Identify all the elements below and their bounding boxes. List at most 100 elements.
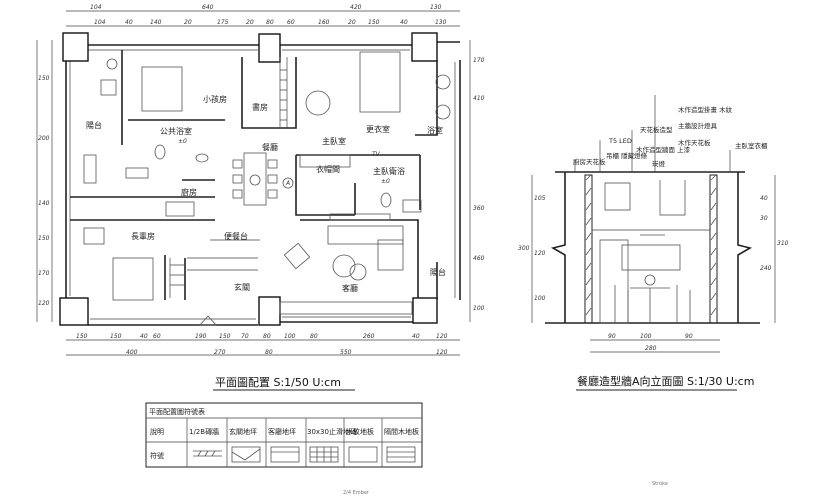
table-border <box>145 402 423 468</box>
dim-label: 140 <box>150 19 162 26</box>
dim-label: 550 <box>340 349 352 356</box>
dim-label: 150 <box>76 333 88 340</box>
bath-fixture <box>435 104 451 120</box>
dim-label: 40 <box>125 19 133 26</box>
annotation: 崁燈 <box>652 159 666 168</box>
room-label-balcony: 陽台 <box>430 267 446 277</box>
flower-vase <box>644 274 656 286</box>
balcony-unit <box>83 154 97 184</box>
dim-label: 360 <box>473 205 485 212</box>
shower <box>402 199 422 213</box>
room-label-kitchen: 廚房 <box>181 187 197 197</box>
dining-table <box>243 152 267 206</box>
dimension-lines <box>36 10 471 356</box>
stove <box>125 167 149 179</box>
tv-label: TV <box>372 151 381 158</box>
kitchen-counter <box>165 201 195 217</box>
dim-label: 150 <box>38 235 50 242</box>
furniture <box>83 51 451 315</box>
dim-label: 120 <box>436 333 448 340</box>
dim-label: 130 <box>435 19 447 26</box>
legend-item: 隔間木地板 <box>384 427 419 436</box>
dim-label: 150 <box>219 333 231 340</box>
room-label-public-bath: 公共浴室 <box>160 126 192 136</box>
chair <box>267 174 278 184</box>
dim-label: 120 <box>534 250 546 257</box>
water-heater-icon <box>106 58 118 70</box>
symbol-detail <box>310 447 338 462</box>
annotation: 主臥室衣櫃 <box>735 141 768 150</box>
room-label-dining: 餐廳 <box>262 142 278 152</box>
sofa <box>327 225 404 245</box>
dim-label: 120 <box>38 300 50 307</box>
dim-label: 170 <box>38 270 50 277</box>
dim-label: 40 <box>412 333 420 340</box>
leader-lines <box>574 95 731 172</box>
dim-label: 130 <box>430 4 442 11</box>
hatch-lines <box>585 174 717 316</box>
toilet <box>380 192 392 208</box>
dim-label: 640 <box>202 4 214 11</box>
dim-label: 175 <box>217 19 229 26</box>
room-label-entry: 玄關 <box>234 282 250 292</box>
legend-symbols <box>193 446 416 463</box>
dim-label: 90 <box>685 333 693 340</box>
living-floor-symbol <box>270 446 300 463</box>
kids-bed <box>141 66 183 112</box>
column <box>59 297 89 326</box>
floor-plan: A 陽台 小孩房 書房 餐廳 主臥室 更衣室 浴室 公共浴室 ±0 廚房 衣帽間… <box>36 4 485 391</box>
washer <box>100 79 117 96</box>
dim-label: 310 <box>777 240 789 247</box>
dim-label: 420 <box>350 4 362 11</box>
elevation-title: 餐廳造型牆A向立面圖 S:1/30 U:cm <box>577 374 754 388</box>
dim-label: 104 <box>94 19 106 26</box>
toilet <box>154 144 166 160</box>
dim-label: 105 <box>534 195 546 202</box>
dim-label: 150 <box>368 19 380 26</box>
elevation-details <box>592 180 710 324</box>
cloak-cabinet <box>299 154 351 168</box>
column <box>412 297 438 324</box>
sofa-chaise <box>377 239 404 271</box>
plan-title: 平面圖配置 S:1/50 U:cm <box>215 376 341 389</box>
legend-item: 30x30止滑地磚 <box>307 427 357 436</box>
annotation: T5 LED <box>608 137 632 145</box>
elder-bed <box>112 257 154 301</box>
dim-label: 150 <box>38 75 50 82</box>
annotation: 主牆設計燈具 <box>678 121 718 130</box>
room-label-walk-in: 更衣室 <box>366 124 390 134</box>
dim-label: 100 <box>640 333 652 340</box>
chair <box>267 189 278 199</box>
room-label-kids-room: 小孩房 <box>203 94 227 104</box>
annotation: 廚房天花板 <box>573 157 606 166</box>
dim-label: 20 <box>246 19 254 26</box>
column <box>258 296 281 326</box>
chair <box>232 189 243 199</box>
side-table <box>349 263 367 281</box>
dim-label: 280 <box>645 345 657 352</box>
room-label-cloakroom: 衣帽間 <box>316 164 340 174</box>
wood-floor-symbol <box>348 446 378 463</box>
dim-label: 200 <box>38 135 50 142</box>
annotation: 木作造型掛畫 木紋 <box>678 105 733 114</box>
dim-label: 80 <box>263 333 271 340</box>
dim-label: 300 <box>518 245 530 252</box>
dim-label: 40 <box>760 195 768 202</box>
annotation: 木作天花板 <box>678 138 711 147</box>
annotation: 木作造型牆面 上漆 <box>636 145 691 154</box>
signature: 2/4 Ember <box>343 490 370 496</box>
annotation: 吊櫃 隱藏燈條 <box>606 151 648 160</box>
sink <box>195 153 209 163</box>
coffee-table <box>332 254 356 278</box>
table-grid <box>146 417 422 467</box>
dim-label: 260 <box>363 333 375 340</box>
room-label-balcony: 陽台 <box>86 120 102 130</box>
dim-label: 30 <box>760 215 768 222</box>
wall-inner-lines <box>69 49 456 320</box>
dim-label: 410 <box>473 95 485 102</box>
bath-fixture <box>435 74 451 90</box>
centerpiece <box>249 174 261 186</box>
dim-label: 120 <box>436 349 448 356</box>
room-label-counter: 便餐台 <box>224 231 248 241</box>
